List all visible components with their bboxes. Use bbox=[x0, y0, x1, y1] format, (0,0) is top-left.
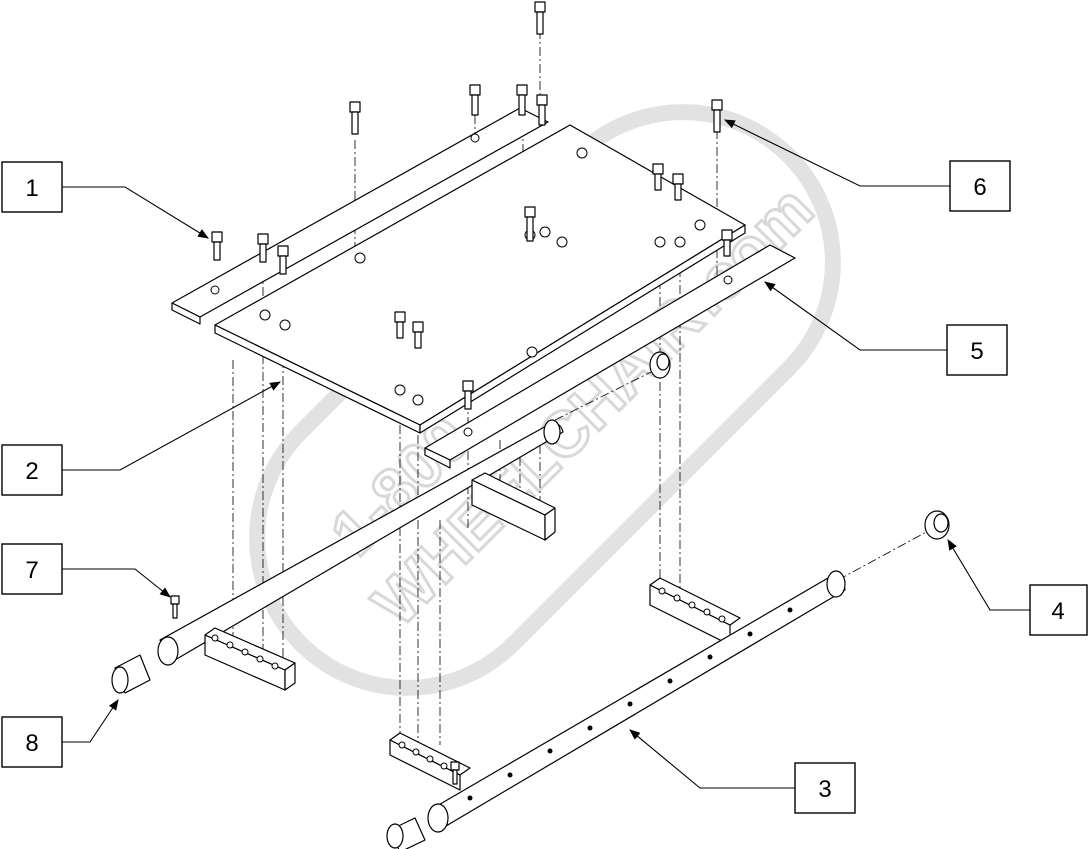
screw-plate-center bbox=[524, 206, 536, 242]
front-bracket bbox=[389, 732, 471, 791]
leader-8 bbox=[62, 699, 119, 743]
screw-plate-right-3 bbox=[721, 229, 733, 257]
leader-5 bbox=[764, 281, 947, 351]
screw-rail-right bbox=[462, 380, 474, 410]
callout-4: 4 bbox=[1029, 584, 1088, 636]
leader-6 bbox=[724, 119, 950, 187]
front-crossbar-tube bbox=[427, 570, 846, 833]
callout-1-label: 1 bbox=[25, 175, 38, 202]
leader-lines bbox=[62, 119, 1030, 789]
screws bbox=[170, 1, 733, 785]
callout-8-label: 8 bbox=[25, 730, 38, 757]
callout-7: 7 bbox=[1, 543, 63, 595]
screw-center-1 bbox=[516, 84, 528, 116]
callout-3: 3 bbox=[794, 762, 856, 814]
end-cap-plug-right bbox=[924, 510, 950, 540]
callout-2-label: 2 bbox=[25, 458, 38, 485]
callout-5-label: 5 bbox=[970, 338, 983, 365]
leader-7 bbox=[62, 568, 171, 598]
end-caps bbox=[111, 351, 950, 849]
end-cap-left-front bbox=[111, 654, 151, 694]
right-bracket bbox=[649, 577, 741, 646]
callout-6-label: 6 bbox=[973, 174, 986, 201]
screw-part-1 bbox=[211, 231, 223, 261]
screw-plate-front-2 bbox=[412, 321, 424, 349]
screw-top-center bbox=[534, 1, 546, 35]
screw-plate-right-1 bbox=[652, 163, 664, 191]
screw-part-7 bbox=[170, 595, 180, 619]
leader-1 bbox=[62, 186, 209, 239]
callout-1: 1 bbox=[1, 161, 63, 213]
seat-plate bbox=[214, 124, 746, 438]
callout-4-label: 4 bbox=[1051, 598, 1064, 625]
leader-4 bbox=[947, 539, 1030, 611]
rear-crossbar-tube bbox=[157, 419, 564, 666]
screw-left-2 bbox=[469, 84, 481, 116]
leader-3 bbox=[629, 729, 795, 789]
screw-left-plate-1 bbox=[257, 233, 269, 263]
callout-2: 2 bbox=[1, 444, 63, 496]
screw-right-top bbox=[711, 99, 723, 133]
right-rail-strip bbox=[424, 244, 796, 469]
screw-front-bracket bbox=[450, 761, 460, 785]
screw-left-plate-2 bbox=[277, 245, 289, 275]
end-cap-front-tube bbox=[386, 817, 426, 849]
callout-7-label: 7 bbox=[25, 557, 38, 584]
screw-plate-right-2 bbox=[672, 173, 684, 201]
leader-2 bbox=[62, 381, 281, 471]
callout-6: 6 bbox=[949, 160, 1011, 212]
callout-5: 5 bbox=[946, 324, 1008, 376]
screw-plate-front-1 bbox=[394, 311, 406, 339]
callout-8: 8 bbox=[1, 716, 63, 768]
rear-bracket bbox=[471, 472, 556, 541]
callout-3-label: 3 bbox=[818, 776, 831, 803]
screw-left-1 bbox=[349, 101, 361, 135]
screw-center-2 bbox=[536, 94, 548, 126]
left-rail-strip bbox=[171, 107, 549, 325]
end-cap-plug-rear bbox=[649, 351, 671, 379]
left-bracket bbox=[204, 627, 296, 691]
